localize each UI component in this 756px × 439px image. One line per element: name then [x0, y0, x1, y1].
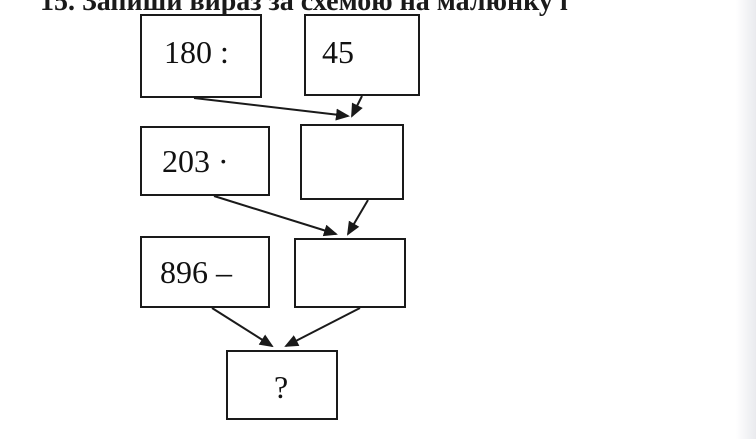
box-row3-left: 896 –: [140, 236, 270, 308]
row2-left-text: 203 ·: [162, 143, 229, 179]
result-text: ?: [274, 369, 289, 405]
task-header: 15. Запиши вираз за схемою на малюнку і: [40, 0, 568, 17]
box-row2-right-empty: [300, 124, 404, 200]
box-row3-right-empty: [294, 238, 406, 308]
arrow-row3-left-to-result: [211, 307, 274, 348]
edge-shadow: [736, 0, 756, 439]
arrow-row1-right-to-row2-right: [351, 95, 363, 118]
row3-left-text: 896 –: [160, 254, 232, 290]
arrow-row3-right-to-result: [284, 307, 361, 347]
box-result: ?: [226, 350, 338, 420]
arrow-row1-left-to-row2-right: [193, 97, 350, 121]
arrow-row2-right-to-row3-right: [346, 199, 369, 236]
row1-right-text: 45: [322, 34, 354, 70]
box-row1-right: 45: [304, 14, 420, 96]
arrow-row2-left-to-row3-right: [213, 195, 338, 237]
box-row2-left: 203 ·: [140, 126, 270, 196]
box-row1-left: 180 :: [140, 14, 262, 98]
row1-left-text: 180 :: [164, 34, 229, 70]
